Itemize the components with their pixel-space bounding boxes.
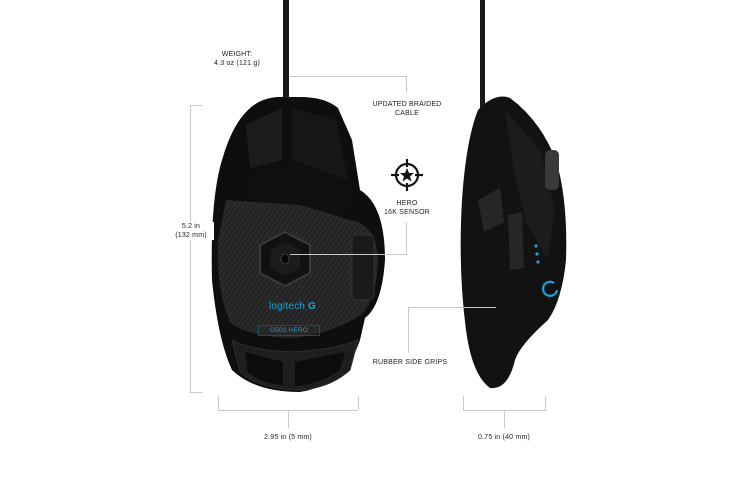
sensor-leader-h — [290, 254, 407, 255]
mouse-side-view — [460, 0, 567, 389]
grips-leader-v — [408, 307, 409, 353]
depth-bracket-stem — [504, 410, 505, 428]
grips-leader-h — [408, 307, 496, 308]
height-bracket-bottom — [190, 392, 202, 393]
weight-value: 4.3 oz (121 g) — [214, 60, 260, 67]
sensor-label-line2: 16K SENSOR — [384, 209, 430, 216]
height-dim-line1: 5.2 in — [168, 222, 214, 231]
crosshair-star-icon — [391, 159, 423, 191]
height-bracket-top — [190, 105, 202, 106]
weight-title: WEIGHT: — [221, 51, 253, 58]
width-bracket-stem — [288, 410, 289, 428]
depth-bracket-right — [545, 396, 546, 410]
depth-bracket-left — [463, 396, 464, 410]
cable-label-line1: UPDATED BRAIDED — [372, 101, 442, 108]
width-bracket-left — [218, 396, 219, 410]
model-badge: G502 HERO — [258, 325, 320, 336]
sensor-label-line1: HERO — [396, 200, 418, 207]
sensor-leader-v — [406, 222, 407, 254]
mouse-bottom-view — [211, 0, 385, 392]
cable-label-line2: CABLE — [395, 110, 419, 117]
height-dim-line2: (132 mm) — [168, 231, 214, 240]
height-bracket-v — [190, 105, 191, 393]
cable-leader-v — [406, 76, 407, 93]
g-logo-icon: G — [308, 301, 317, 312]
width-bracket-right — [358, 396, 359, 410]
depth-dim-label: 0.75 in (40 mm) — [477, 434, 531, 441]
logitech-logo: logitech G — [268, 301, 317, 312]
cable-leader-h — [290, 76, 407, 77]
width-dim-label: 2.95 in (5 mm) — [264, 434, 312, 441]
grips-label: RUBBER SIDE GRIPS — [372, 359, 448, 366]
